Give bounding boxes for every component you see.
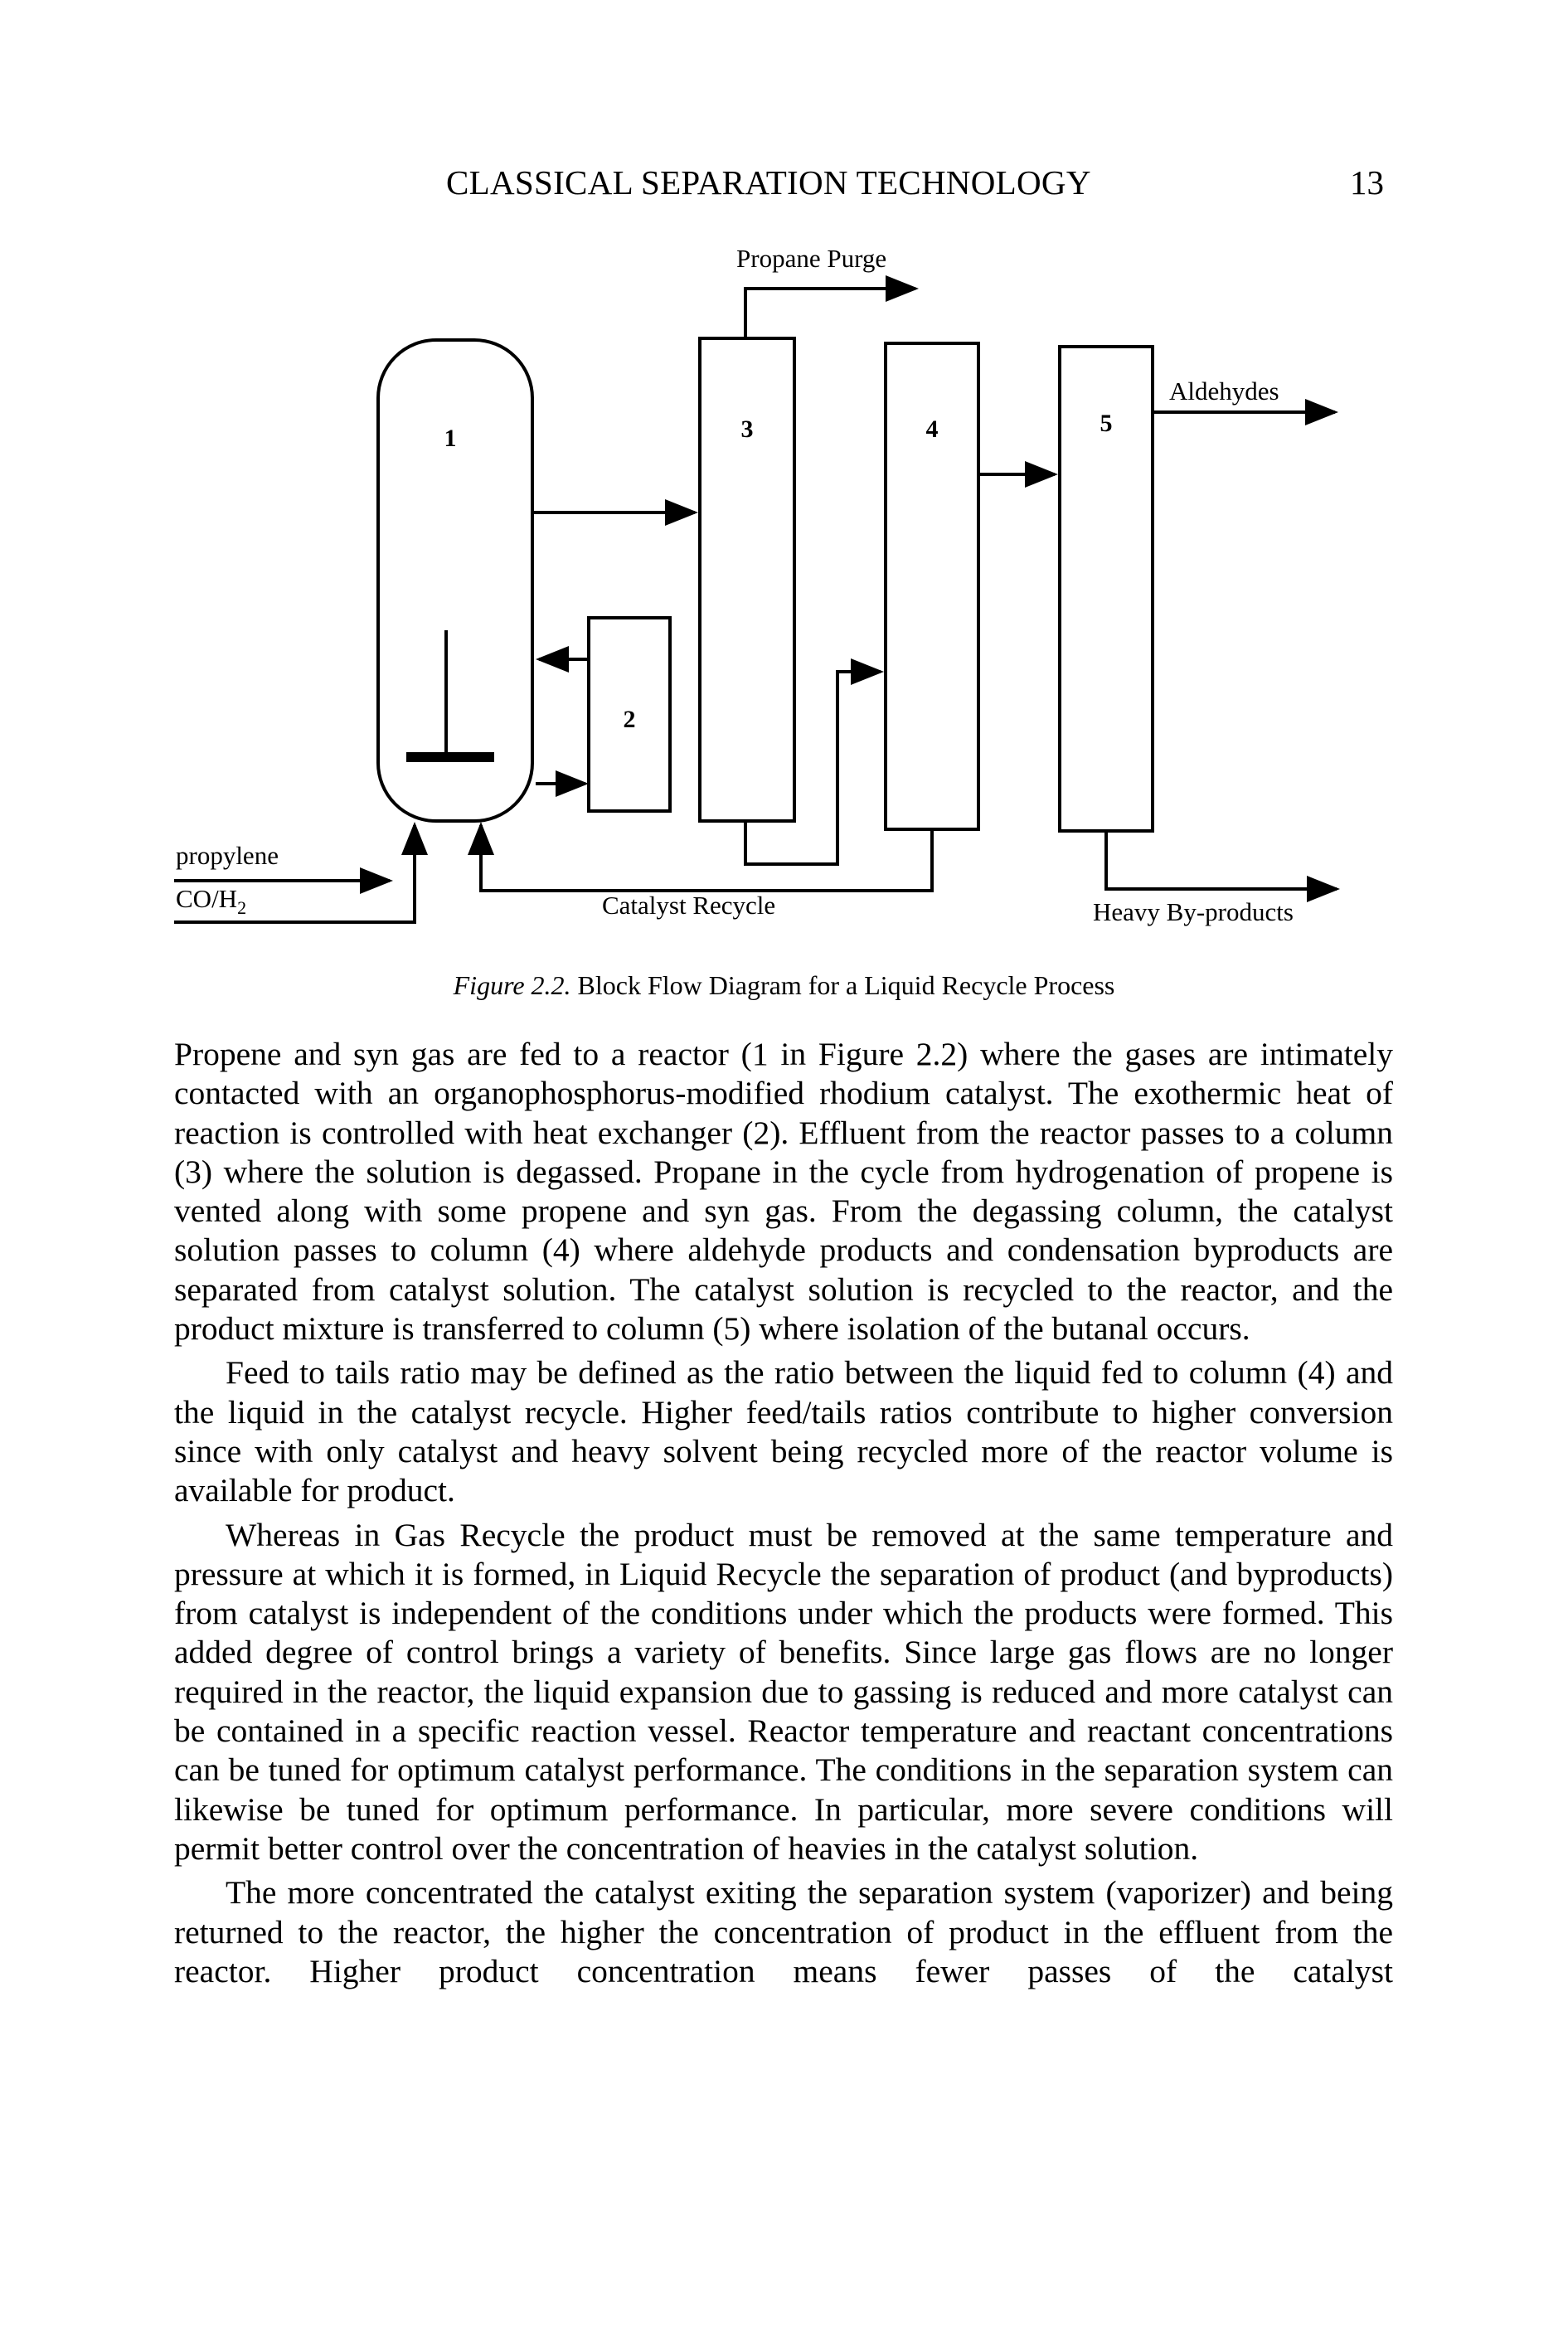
catalyst-recycle-arrow	[468, 822, 934, 892]
propane-purge-label: Propane Purge	[736, 244, 886, 273]
propane-purge-arrow	[744, 275, 919, 338]
column4-to-column5-arrow	[977, 451, 1058, 488]
paragraph-4: The more concentrated the catalyst exiti…	[174, 1874, 1393, 1989]
propylene-label: propylene	[176, 841, 279, 870]
unit-label-3: 3	[741, 415, 754, 443]
degassing-column	[698, 337, 796, 823]
body-text: Propene and syn gas are fed to a reactor…	[174, 1035, 1393, 1996]
unit-label-1: 1	[444, 425, 457, 452]
running-head: CLASSICAL SEPARATION TECHNOLOGY 13	[0, 163, 1568, 212]
heavy-byproducts-label: Heavy By-products	[1093, 897, 1294, 926]
unit-label-4: 4	[926, 415, 939, 443]
figure-number: Figure 2.2.	[453, 970, 571, 1000]
heat-exchanger	[587, 616, 672, 813]
paragraph-1: Propene and syn gas are fed to a reactor…	[174, 1036, 1393, 1348]
reactor-vessel	[376, 338, 534, 823]
paragraph-2: Feed to tails ratio may be defined as th…	[174, 1354, 1393, 1509]
paragraph-3: Whereas in Gas Recycle the product must …	[174, 1516, 1393, 1867]
figure-caption-text: Block Flow Diagram for a Liquid Recycle …	[570, 970, 1115, 1000]
figure-caption: Figure 2.2. Block Flow Diagram for a Liq…	[0, 970, 1568, 1001]
unit-label-5: 5	[1100, 410, 1113, 437]
running-title: CLASSICAL SEPARATION TECHNOLOGY	[446, 163, 1091, 202]
unit-label-2: 2	[624, 706, 636, 733]
heavy-byproducts-arrow	[1104, 831, 1340, 902]
coh2-label: CO/H2	[176, 884, 246, 918]
catalyst-recycle-label: Catalyst Recycle	[602, 891, 775, 920]
coh2-feed-arrow	[174, 822, 428, 924]
block-flow-diagram: 1 2 3 4 5 Propane Purge Aldehydes Heavy …	[174, 244, 1340, 926]
column3-to-column4-arrow	[744, 658, 884, 866]
page-number: 13	[1350, 163, 1384, 202]
aldehydes-label: Aldehydes	[1169, 376, 1279, 406]
